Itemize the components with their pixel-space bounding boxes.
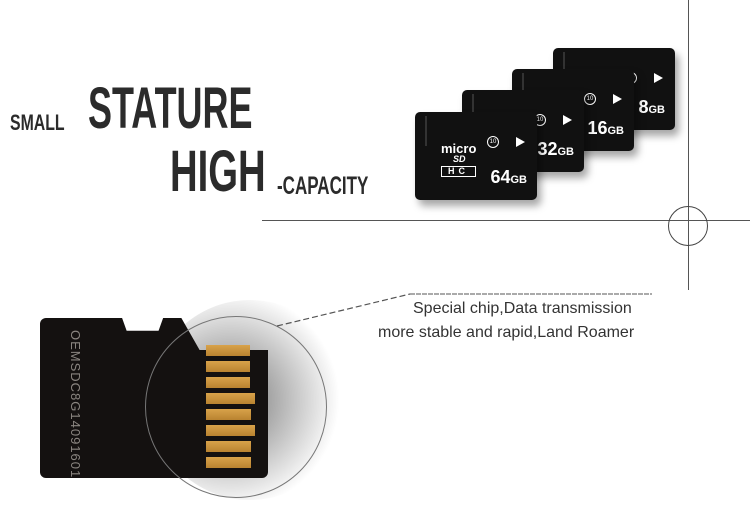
caption-line-2: more stable and rapid,Land Roamer: [378, 324, 635, 341]
headline-small: SMALL: [10, 110, 65, 135]
headline-capacity: -CAPACITY: [277, 172, 369, 200]
class10-icon: 10: [584, 93, 596, 105]
card-unit: GB: [557, 146, 575, 158]
play-arrow-icon: [563, 115, 572, 125]
caption-line-1: Special chip,Data transmission: [413, 300, 632, 317]
play-arrow-icon: [613, 94, 622, 104]
sd-card-64gb: micro SD HC 10 64GB: [415, 112, 537, 200]
horizontal-guide-line: [262, 220, 750, 221]
headline-high: HIGH: [170, 139, 266, 204]
vertical-guide-line: [688, 0, 689, 290]
class10-icon: 10: [487, 136, 499, 148]
crosshair-circle-icon: [668, 206, 708, 246]
card-capacity: 64: [490, 167, 511, 187]
play-arrow-icon: [654, 73, 663, 83]
play-arrow-icon: [516, 137, 525, 147]
card-serial-code: OEMSDC8G14091601: [68, 330, 83, 479]
headline-stature: STATURE: [88, 76, 253, 141]
card-capacity: 8: [638, 97, 649, 117]
card-unit: GB: [648, 104, 666, 116]
micro-sd-logo: micro SD HC: [441, 141, 477, 177]
card-capacity: 16: [587, 118, 608, 138]
card-unit: GB: [510, 174, 528, 186]
card-unit: GB: [607, 125, 625, 137]
magnifier-circle: [145, 316, 327, 498]
card-capacity: 32: [537, 139, 558, 159]
